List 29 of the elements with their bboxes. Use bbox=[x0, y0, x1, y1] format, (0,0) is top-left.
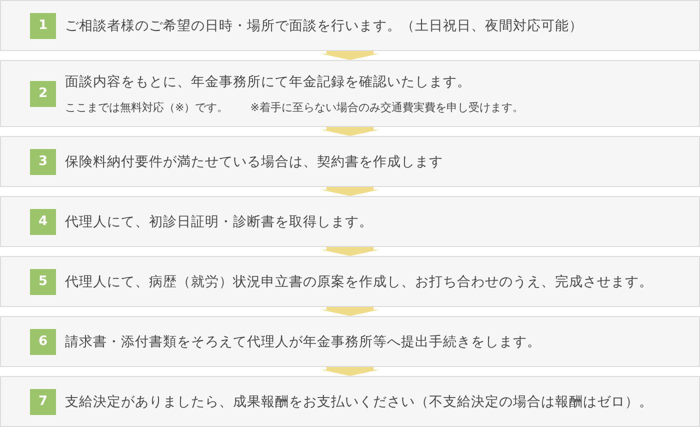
step-box bbox=[0, 60, 700, 127]
number-badge: 6 bbox=[30, 328, 56, 354]
arrow bbox=[321, 187, 379, 196]
number-badge: 4 bbox=[30, 208, 56, 234]
number-badge: 5 bbox=[30, 268, 56, 294]
step-box bbox=[0, 376, 700, 427]
arrow bbox=[321, 51, 379, 60]
step-box bbox=[0, 0, 700, 51]
step-text: 代理人にて、病歴（就労）状況申立書の原案を作成し、お打ち合わせのうえ、完成させます。 bbox=[65, 273, 653, 292]
number-badge: 1 bbox=[30, 12, 56, 38]
number-badge: 3 bbox=[30, 148, 56, 174]
step-text: 面談内容をもとに、年金事務所にて年金記録を確認いたします。 bbox=[65, 73, 471, 92]
arrow bbox=[321, 127, 379, 136]
step-text: 代理人にて、初診日証明・診断書を取得します。 bbox=[65, 213, 373, 232]
step-box bbox=[0, 136, 700, 187]
step-box bbox=[0, 196, 700, 247]
step-box bbox=[0, 316, 700, 367]
number-badge: 2 bbox=[30, 80, 56, 106]
step-text: ご相談者様のご希望の日時・場所で面談を行います。（土日祝日、夜間対応可能） bbox=[65, 17, 583, 36]
number-badge: 7 bbox=[30, 388, 56, 414]
step-box bbox=[0, 256, 700, 307]
arrow bbox=[321, 307, 379, 316]
step-text: 支給決定がありましたら、成果報酬をお支払いください（不支給決定の場合は報酬はゼロ）。 bbox=[65, 393, 653, 412]
note-text: ここまでは無料対応（※）です。 bbox=[65, 100, 228, 116]
note-text: ※着手に至らない場合のみ交通費実費を申し受けます。 bbox=[250, 100, 524, 116]
arrow bbox=[321, 367, 379, 376]
step-text: 請求書・添付書類をそろえて代理人が年金事務所等へ提出手続きをします。 bbox=[65, 333, 541, 352]
step-text: 保険料納付要件が満たせている場合は、契約書を作成します bbox=[65, 153, 443, 172]
arrow bbox=[321, 247, 379, 256]
